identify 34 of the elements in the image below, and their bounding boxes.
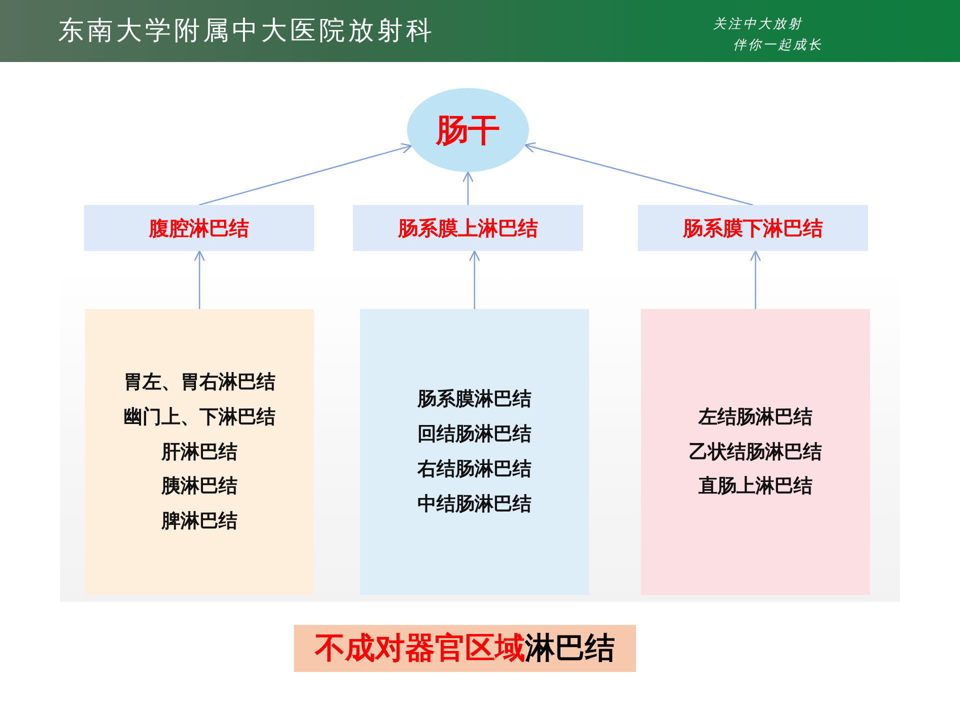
list-item: 左结肠淋巴结	[698, 406, 812, 429]
list-item: 胃左、胃右淋巴结	[124, 371, 276, 394]
list-item: 肠系膜淋巴结	[418, 388, 532, 412]
node-label: 肠系膜上淋巴结	[398, 216, 538, 240]
node-label: 肠系膜下淋巴结	[683, 216, 823, 240]
list-item: 幽门上、下淋巴结	[124, 406, 276, 429]
arrow	[194, 250, 206, 309]
node-label: 肠干	[436, 110, 500, 150]
list-item: 肝淋巴结	[162, 440, 238, 464]
lymph-node-list-box	[360, 309, 589, 595]
arrow	[198, 142, 412, 206]
list-item: 回结肠淋巴结	[418, 423, 532, 446]
arrow	[524, 142, 754, 206]
category-box	[638, 205, 868, 251]
list-item: 直肠上淋巴结	[698, 475, 812, 498]
summary-text: 不成对器官区域淋巴结	[315, 630, 615, 666]
ellipse-node	[407, 88, 529, 172]
category-box	[353, 205, 583, 251]
list-item: 乙状结肠淋巴结	[689, 440, 822, 464]
lymph-node-list-box	[85, 309, 314, 595]
slogan-text: 关注中大放射	[713, 17, 803, 33]
list-item: 右结肠淋巴结	[418, 458, 532, 481]
arrow	[468, 250, 480, 309]
list-item: 中结肠淋巴结	[418, 492, 532, 516]
slogan-text: 伴你一起成长	[733, 38, 823, 54]
list-item: 脾淋巴结	[162, 510, 238, 533]
lymph-node-list-box	[641, 309, 870, 595]
category-box	[84, 205, 314, 251]
summary-box	[294, 625, 636, 672]
node-label: 腹腔淋巴结	[149, 216, 249, 240]
arrow	[462, 171, 474, 205]
arrow	[750, 250, 762, 309]
list-item: 胰淋巴结	[162, 475, 238, 498]
header-title: 东南大学附属中大医院放射科	[58, 15, 435, 47]
